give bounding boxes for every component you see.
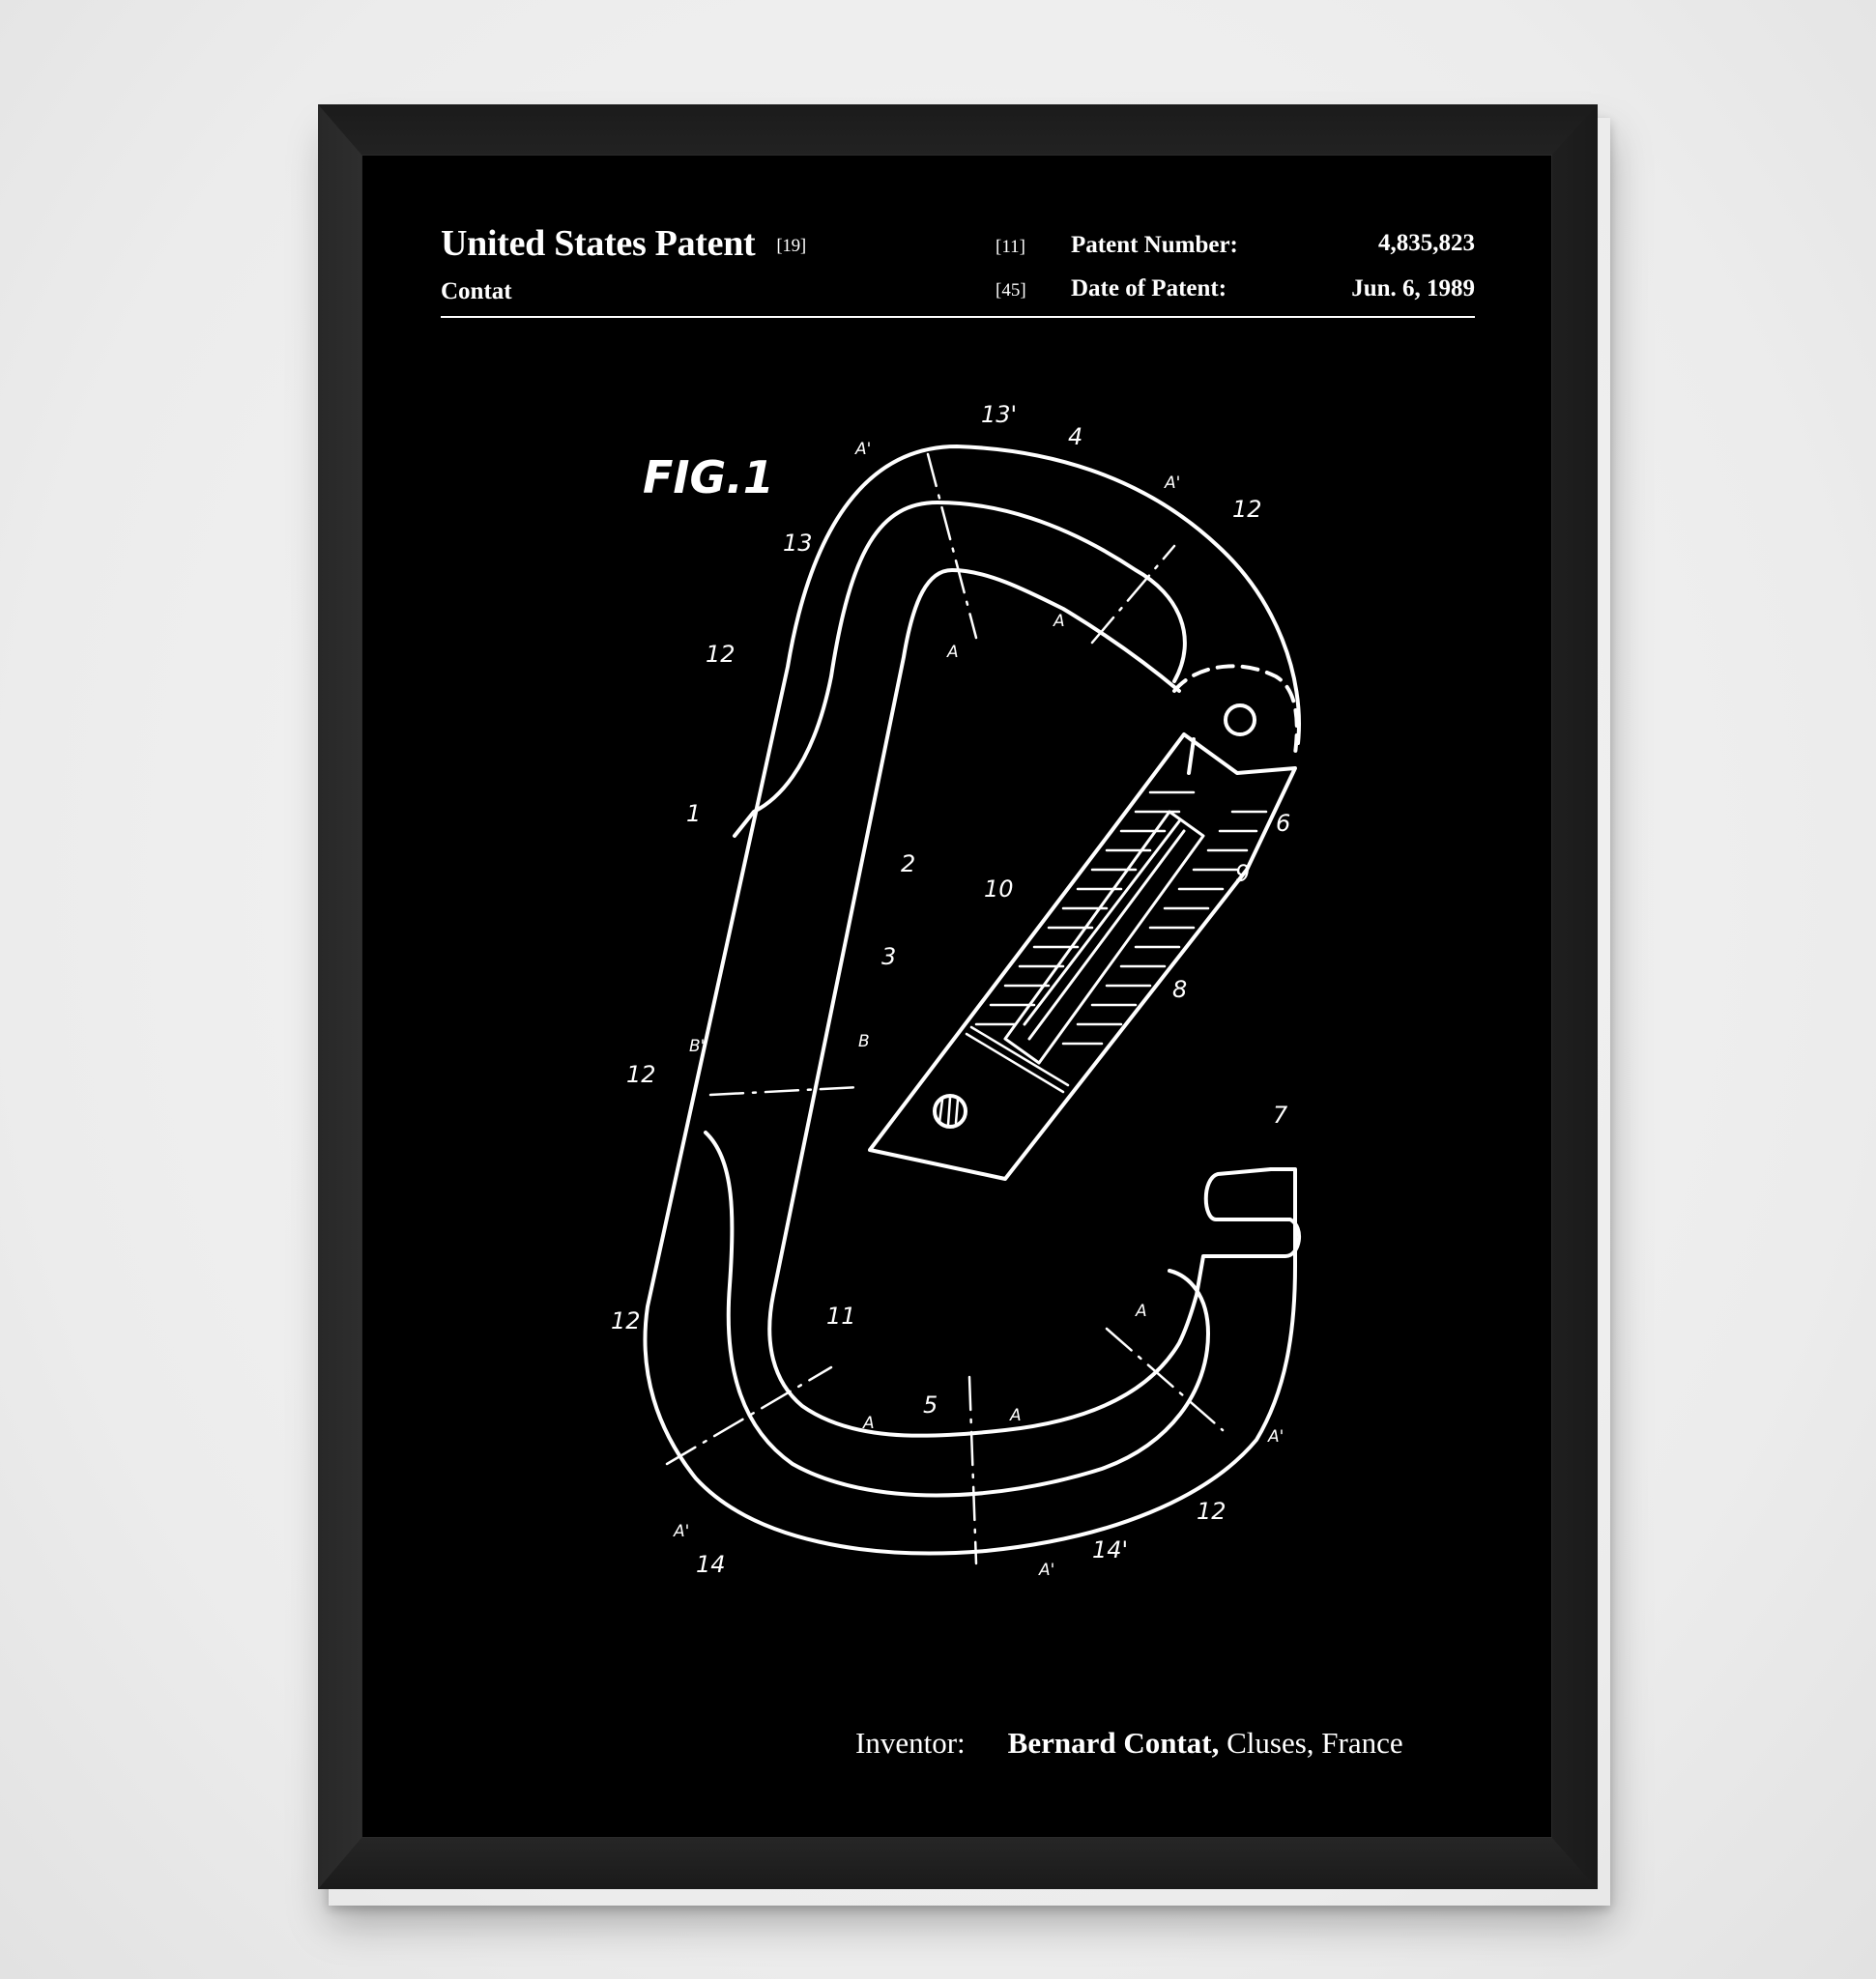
date-code: [45]: [996, 280, 1026, 301]
header-rule: [441, 316, 1475, 318]
ref-2: 2: [901, 850, 915, 877]
frame-bevel-bottom: [318, 1838, 1598, 1889]
carabiner-outer-contour: [643, 445, 1301, 1556]
patent-number-label: Patent Number:: [1071, 232, 1238, 258]
figure-label: FIG.1: [643, 451, 774, 503]
gate-spring: [1003, 810, 1205, 1065]
ref-8: 8: [1172, 976, 1187, 1003]
ref-4: 4: [1068, 423, 1082, 450]
section-mark-a: A: [1053, 612, 1065, 631]
inventor-line: Inventor: Bernard Contat, Cluses, France: [855, 1726, 1403, 1761]
poster-print: [361, 155, 1552, 1838]
ref-12-mid-left: 12: [626, 1061, 656, 1088]
ref-7: 7: [1273, 1102, 1288, 1129]
ref-13: 13: [783, 530, 813, 557]
section-mark-a-prime: A': [1038, 1561, 1054, 1580]
ref-3: 3: [881, 943, 896, 970]
ref-12-bottom-right: 12: [1197, 1498, 1227, 1525]
section-mark-a-prime: A': [1164, 473, 1180, 493]
ref-1: 1: [686, 800, 701, 827]
ref-14: 14: [696, 1551, 726, 1578]
ref-6: 6: [1276, 810, 1290, 837]
ref-10: 10: [984, 875, 1014, 903]
patent-drawing: FIG.1 13' 4 12 13 12 6 1 2 9 10 3 8 12 7…: [611, 401, 1301, 1580]
patent-title: United States Patent [19]: [441, 222, 806, 265]
section-mark-a: A: [946, 643, 959, 662]
ref-9: 9: [1235, 860, 1250, 887]
patent-number: 4,835,823: [1378, 230, 1475, 256]
inventor-location: Cluses, France: [1227, 1726, 1403, 1760]
section-mark-a: A: [862, 1414, 875, 1433]
title-code: [19]: [776, 236, 806, 256]
hinge-pin: [1224, 703, 1256, 736]
ref-14-prime: 14': [1092, 1536, 1128, 1563]
ref-11: 11: [826, 1303, 856, 1330]
section-mark-a: A: [1135, 1302, 1147, 1321]
section-mark-b: B: [858, 1032, 870, 1051]
patent-date: Jun. 6, 1989: [1351, 275, 1475, 301]
ref-12-upper-left: 12: [706, 641, 736, 668]
section-mark-a-prime: A': [673, 1522, 689, 1541]
date-label: Date of Patent:: [1071, 275, 1227, 301]
frame-bevel-left: [318, 104, 361, 1889]
patent-title-text: United States Patent: [441, 223, 756, 264]
inventor-name: Bernard Contat,: [1007, 1726, 1220, 1760]
ref-12-top-right: 12: [1232, 496, 1262, 523]
section-lines: [665, 452, 1225, 1565]
inventor-label: Inventor:: [855, 1726, 966, 1760]
section-mark-a: A: [1009, 1406, 1022, 1425]
assignee-name: Contat: [441, 278, 512, 304]
section-mark-b-prime: B': [689, 1037, 705, 1056]
patent-number-code: [11]: [996, 237, 1025, 257]
section-mark-a-prime: A': [854, 440, 871, 459]
ref-5: 5: [923, 1391, 938, 1419]
section-mark-a-prime: A': [1267, 1427, 1284, 1447]
ref-13-prime: 13': [981, 401, 1017, 428]
frame-bevel-top: [318, 104, 1598, 155]
gate-rivet: [933, 1094, 967, 1129]
hinge-dashed-outline: [1172, 664, 1299, 756]
carabiner-inner-contour: [767, 568, 1301, 1438]
gate-body: [868, 732, 1297, 1181]
gate-hatching: [974, 790, 1268, 1046]
carabiner-middle-contour: [704, 501, 1210, 1498]
frame-bevel-right: [1552, 104, 1598, 1889]
ref-12-lower-left: 12: [611, 1307, 641, 1334]
